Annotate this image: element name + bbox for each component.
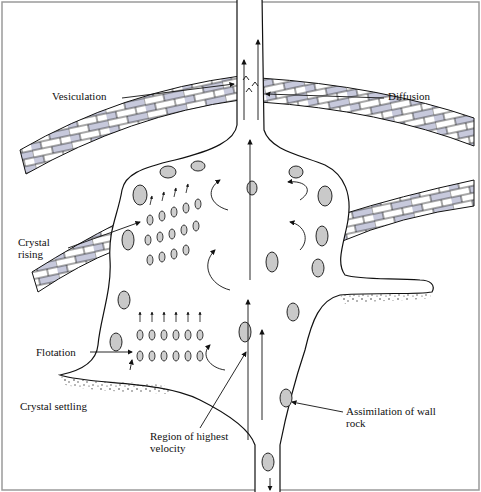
leader-lines xyxy=(68,84,384,428)
rising-crystals xyxy=(137,199,203,361)
callout-label: Assimilation of wall rock xyxy=(346,405,436,429)
sill-stipple xyxy=(340,292,432,304)
vesicles xyxy=(243,76,258,92)
callout-label: Flotation xyxy=(36,346,96,358)
callout-label: Crystal rising xyxy=(18,236,68,260)
callout-label: Region of highest velocity xyxy=(150,430,245,454)
magma-chamber xyxy=(60,0,433,492)
crystal-motion-arrows xyxy=(140,184,200,322)
flow-arrows xyxy=(130,40,307,490)
callout-label: Vesiculation xyxy=(52,90,132,102)
callout-label: Diffusion xyxy=(388,90,458,102)
settled-crystals xyxy=(60,375,170,394)
callout-label: Crystal settling xyxy=(20,400,120,412)
wall-crystals xyxy=(110,161,332,471)
